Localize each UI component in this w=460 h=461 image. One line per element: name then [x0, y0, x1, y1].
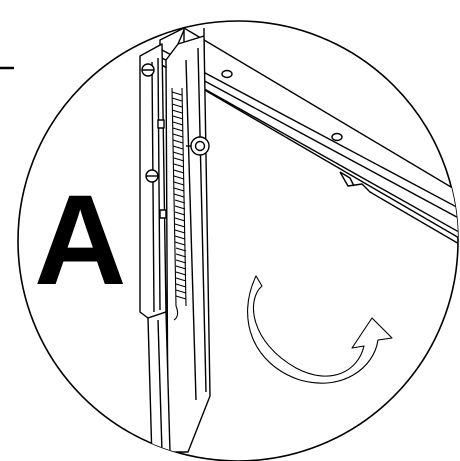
vertical-frame-rail [139, 28, 211, 461]
callout-label: A [34, 169, 126, 312]
tension-spring [171, 87, 187, 321]
rotation-arrow [247, 275, 393, 384]
pivot-bolt [186, 136, 210, 156]
